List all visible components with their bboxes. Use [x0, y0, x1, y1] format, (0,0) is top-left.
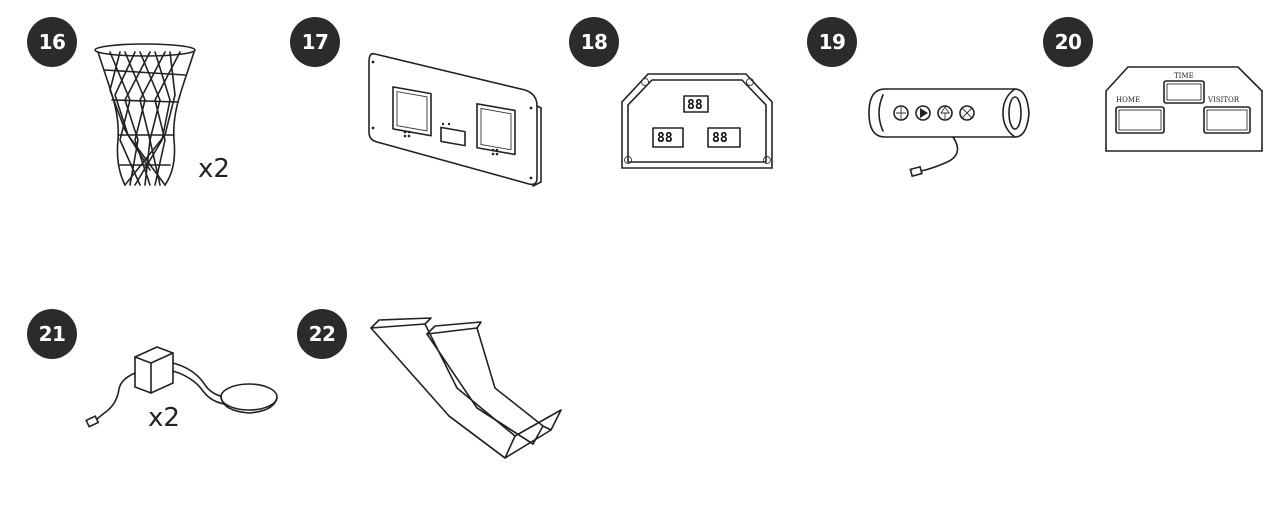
- backboard-panel-icon: [368, 52, 542, 187]
- score-overlay-icon: HOME TIME VISITOR: [1105, 66, 1263, 152]
- part-number-badge: 18: [569, 17, 619, 67]
- quantity-label: x2: [148, 403, 180, 433]
- time-label: TIME: [1174, 72, 1194, 80]
- visitor-label: VISITOR: [1207, 96, 1240, 104]
- digit-right: 88: [712, 131, 728, 146]
- part-number-badge: 21: [27, 309, 77, 359]
- digit-left: 88: [657, 131, 673, 146]
- part-number-badge: 16: [27, 17, 77, 67]
- scoreboard-frame-icon: 88 88 88: [621, 73, 773, 169]
- home-label: HOME: [1116, 96, 1140, 104]
- ramp-net-icon: [370, 317, 562, 459]
- control-pod-icon: [868, 88, 1030, 178]
- quantity-label: x2: [198, 154, 230, 184]
- digit-top: 88: [687, 98, 703, 113]
- part-number-badge: 19: [807, 17, 857, 67]
- basketball-net-icon: [94, 43, 196, 186]
- part-number-badge: 17: [290, 17, 340, 67]
- part-number-badge: 22: [297, 309, 347, 359]
- part-number-badge: 20: [1043, 17, 1093, 67]
- sensor-pad-cable-icon: [85, 346, 278, 428]
